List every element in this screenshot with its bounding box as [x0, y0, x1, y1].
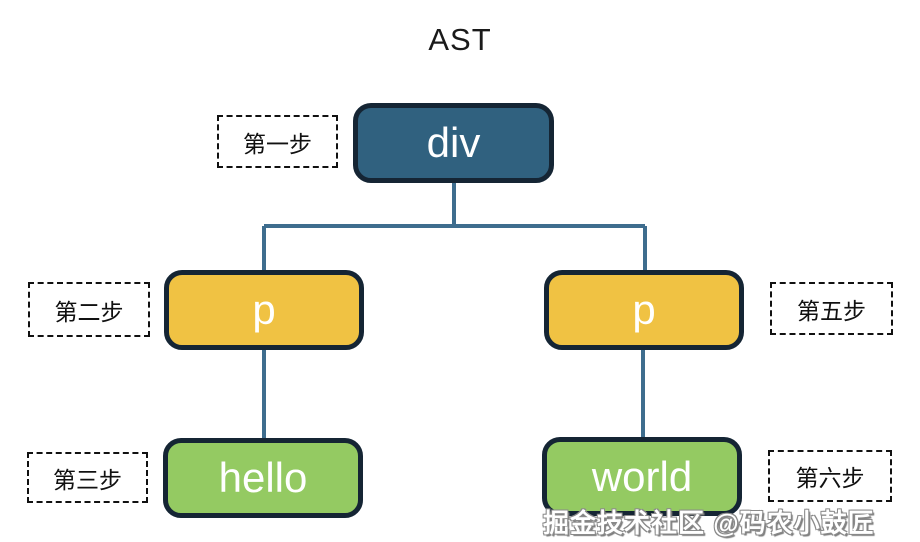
- step-label-1: 第一步: [217, 115, 338, 168]
- node-label: p: [252, 286, 276, 333]
- node-label: hello: [218, 454, 308, 501]
- node-label: div: [426, 119, 481, 166]
- step-label-6: 第六步: [768, 450, 892, 502]
- step-text: 第六步: [795, 465, 865, 491]
- step-text: 第二步: [54, 298, 124, 325]
- tree-edges: [262, 180, 647, 440]
- step-label-2: 第二步: [28, 282, 150, 337]
- step-text: 第三步: [53, 466, 122, 493]
- diagram-title: AST: [428, 22, 492, 57]
- tree-node-p-right: p: [544, 270, 744, 350]
- node-label: p: [632, 286, 656, 333]
- step-label-5: 第五步: [770, 282, 893, 335]
- node-label: world: [591, 452, 693, 500]
- tree-node-div: div: [353, 103, 554, 183]
- step-text: 第一步: [243, 130, 312, 157]
- watermark: 掘金技术社区 @码农小鼓匠: [543, 508, 875, 538]
- tree-node-p-left: p: [164, 270, 364, 350]
- tree-node-world: world: [542, 437, 742, 516]
- tree-node-hello: hello: [163, 438, 363, 518]
- step-text: 第五步: [797, 297, 866, 324]
- step-label-3: 第三步: [27, 452, 148, 503]
